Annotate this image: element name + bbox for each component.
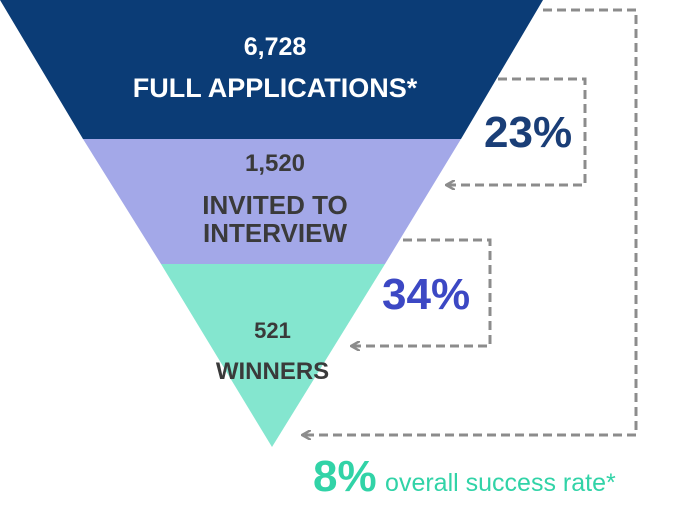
funnel-stage-3-text: 521 WINNERS bbox=[180, 318, 365, 387]
conversion-rate-stage-1-to-2: 23% bbox=[484, 108, 573, 157]
stage-1-label: FULL APPLICATIONS* bbox=[132, 73, 418, 103]
stage-3-value: 521 bbox=[254, 318, 291, 343]
stage-2-value: 1,520 bbox=[244, 150, 306, 177]
conversion-rate-stage-2-to-3: 34% bbox=[382, 270, 471, 319]
stage-2-label: INVITED TO INTERVIEW bbox=[202, 189, 348, 248]
stage-1-value: 6,728 bbox=[243, 33, 307, 61]
funnel-stage-1 bbox=[0, 0, 543, 139]
funnel-stage-1-text: 6,728 FULL APPLICATIONS* bbox=[60, 32, 490, 104]
funnel-stage-2-text: 1,520 INVITED TO INTERVIEW bbox=[135, 150, 415, 247]
funnel-stage-3 bbox=[161, 264, 385, 447]
overall-success-rate: 8% overall success rate* bbox=[313, 452, 616, 502]
funnel-stage-2 bbox=[83, 139, 461, 264]
connector-stage-1-to-2 bbox=[447, 77, 587, 185]
connector-overall bbox=[303, 8, 638, 435]
overall-caption: overall success rate* bbox=[385, 469, 616, 497]
stage-3-label: WINNERS bbox=[215, 358, 330, 386]
overall-percent: 8% bbox=[313, 452, 377, 501]
connector-stage-2-to-3 bbox=[352, 238, 492, 346]
